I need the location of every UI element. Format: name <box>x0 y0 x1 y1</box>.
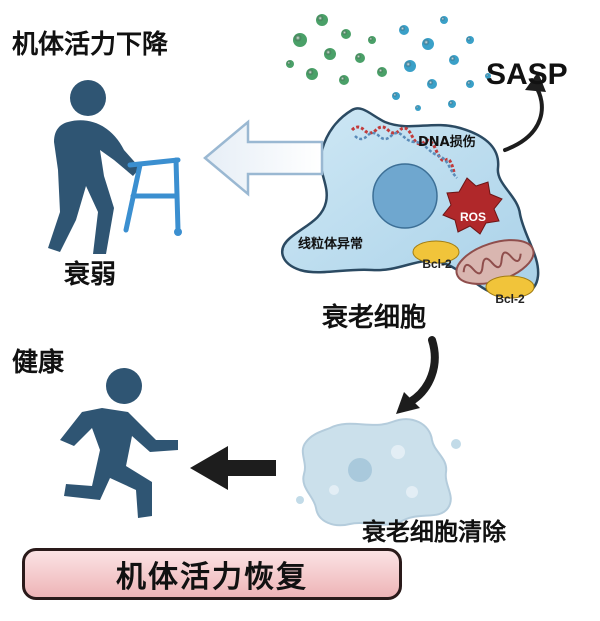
sasp-particle-highlight <box>440 16 448 24</box>
sasp-particle-highlight <box>368 36 376 44</box>
sasp-particle-highlight <box>306 68 318 80</box>
vitality-decline-label: 机体活力下降 <box>12 30 169 60</box>
runner-icon <box>60 368 178 518</box>
sasp-particle-highlight <box>316 14 328 26</box>
recovery-label: 机体活力恢复 <box>116 560 308 595</box>
healthy-label: 健康 <box>12 348 65 378</box>
frailty-label: 衰弱 <box>64 260 117 290</box>
sasp-particle-highlight <box>355 53 365 63</box>
bcl2-top-label: Bcl-2 <box>422 257 452 271</box>
sasp-particle-highlight <box>293 33 307 47</box>
ros-burst-icon <box>442 177 503 235</box>
sasp-label: SASP <box>486 58 568 91</box>
sasp-particle-highlight <box>422 38 434 50</box>
recovery-banner: 机体活力恢复 <box>22 548 402 600</box>
sasp-particle-highlight <box>415 105 421 111</box>
sasp-particle-highlight <box>466 80 474 88</box>
senescent-cell-label: 衰老细胞 <box>322 303 427 333</box>
sasp-particle-highlight <box>427 79 437 89</box>
sasp-particle-highlight <box>449 55 459 65</box>
sasp-secretion-arrow <box>503 72 546 152</box>
clearance-curved-arrow <box>396 336 439 414</box>
cleared-cell-icon <box>296 418 461 527</box>
hollow-left-arrow <box>203 119 324 197</box>
sasp-particle-highlight <box>341 29 351 39</box>
mito-abnormal-label: 线粒体异常 <box>298 237 364 252</box>
senescent-clearance-label: 衰老细胞清除 <box>362 518 506 546</box>
sasp-particles <box>286 14 491 111</box>
bcl2-protein-icon <box>412 240 460 264</box>
senescent-cell-icon <box>281 107 540 299</box>
sasp-particle-highlight <box>404 60 416 72</box>
sasp-particle-highlight <box>392 92 400 100</box>
sasp-particle-highlight <box>324 48 336 60</box>
elderly-walker-icon <box>48 80 182 255</box>
bcl2-bottom-label: Bcl-2 <box>495 292 525 306</box>
sasp-particle-highlight <box>286 60 294 68</box>
sasp-particle-highlight <box>466 36 474 44</box>
sasp-particle-highlight <box>339 75 349 85</box>
bcl2-protein-icon <box>485 275 535 299</box>
black-left-arrow <box>190 446 276 490</box>
sasp-particle-highlight <box>485 73 491 79</box>
ros-label: ROS <box>459 210 486 224</box>
sasp-particle-highlight <box>448 100 456 108</box>
sasp-particle-highlight <box>377 67 387 77</box>
sasp-particle-highlight <box>399 25 409 35</box>
dna-damage-label: DNA损伤 <box>418 135 476 150</box>
